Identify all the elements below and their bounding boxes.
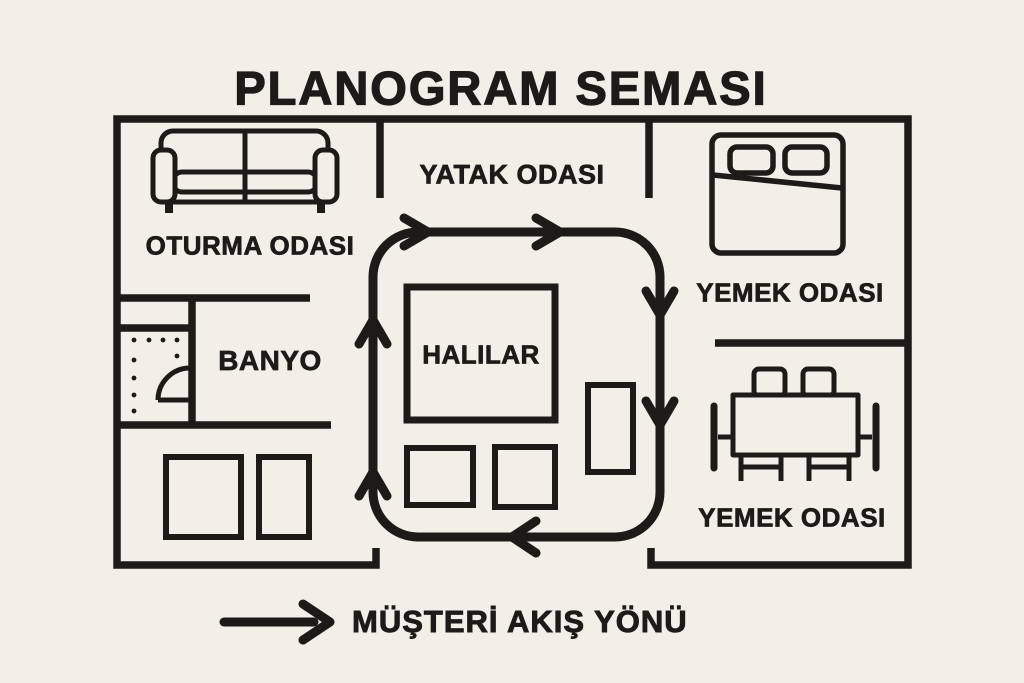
outer-walls: [113, 115, 912, 569]
fixture-label-carpets: HALILAR: [422, 339, 540, 370]
carpet-display-fixtures: [403, 283, 636, 510]
page-title: PLANOGRAM SEMASI: [234, 61, 768, 115]
carpet-display-tall: [585, 382, 636, 475]
shower-door-arc: [155, 365, 191, 401]
room-label-bedroom: YATAK ODASI: [419, 159, 605, 190]
arrow-up-icon: [354, 315, 392, 349]
arrow-down-icon: [641, 286, 679, 320]
dining-table-icon: [710, 366, 880, 481]
shower-door-icon: [155, 365, 191, 403]
bed-icon: [709, 132, 846, 256]
shelf-unit-large: [163, 454, 244, 540]
carpet-display-small-left: [404, 445, 476, 508]
room-label-living-room: OTURMA ODASI: [145, 230, 355, 261]
carpet-display-main: [403, 283, 559, 424]
carpet-display-small-right: [492, 444, 558, 510]
arrow-down-icon: [641, 396, 679, 430]
arrow-left-icon: [507, 516, 541, 558]
room-label-dining-lower: YEMEK ODASI: [698, 502, 886, 533]
arrow-up-icon: [354, 467, 392, 501]
shelf-unit-small: [256, 454, 312, 540]
shower-tile-dots: [131, 337, 180, 414]
arrow-right-icon: [399, 213, 433, 251]
sofa-icon: [150, 128, 340, 213]
room-label-dining-upper: YEMEK ODASI: [696, 277, 884, 308]
arrow-right-icon: [531, 213, 565, 251]
flow-loop-arrows: [354, 213, 679, 558]
legend-label: MÜŞTERİ AKIŞ YÖNÜ: [352, 604, 688, 640]
room-label-bathroom: BANYO: [218, 345, 322, 377]
interior-walls: [117, 119, 908, 429]
flow-direction-arrow-icon: [219, 599, 335, 645]
storage-shelves: [163, 454, 312, 540]
